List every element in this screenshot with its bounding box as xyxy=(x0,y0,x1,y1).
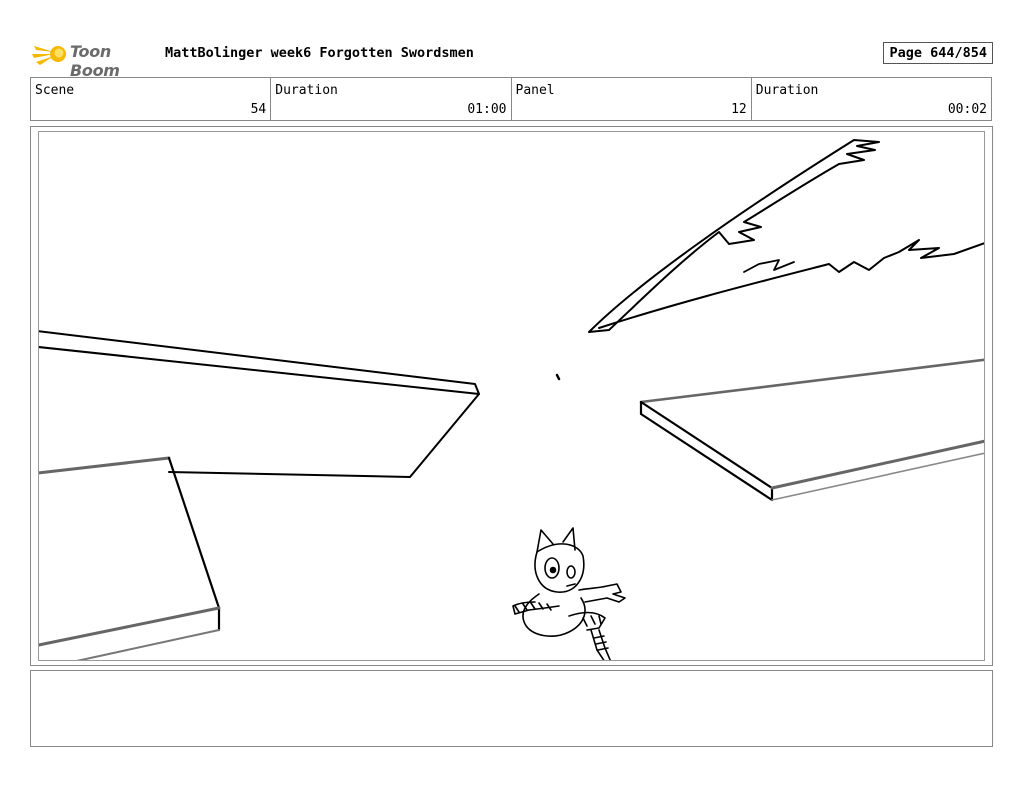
scene-duration-value: 01:00 xyxy=(467,102,507,117)
left-platform-sketch xyxy=(39,330,480,660)
panel-value: 12 xyxy=(731,102,747,117)
panel-sketch xyxy=(39,139,984,660)
right-platform-sketch xyxy=(639,358,984,502)
panel-duration-label: Duration xyxy=(755,83,819,98)
scene-info-row: Scene 54 Duration 01:00 Panel 12 Duratio… xyxy=(30,77,992,121)
storyboard-panel-drawing xyxy=(38,131,985,661)
scene-label: Scene xyxy=(35,83,75,98)
toon-boom-logo: Toon Boom xyxy=(32,38,157,80)
page-counter: Page 644/854 xyxy=(883,42,993,64)
panel-label: Panel xyxy=(515,83,555,98)
panel-duration-cell: Duration 00:02 xyxy=(752,78,991,120)
cat-character-sketch xyxy=(512,527,626,660)
scene-duration-label: Duration xyxy=(275,83,338,98)
panel-duration-value: 00:02 xyxy=(947,102,987,117)
panel-cell: Panel 12 xyxy=(512,78,752,120)
logo-text: Toon Boom xyxy=(70,42,120,80)
comet-icon xyxy=(32,46,66,65)
storyboard-panel-frame xyxy=(30,126,993,666)
scene-value: 54 xyxy=(250,102,267,117)
storyboard-header: Toon Boom MattBolinger week6 Forgotten S… xyxy=(30,36,993,80)
panel-notes-box xyxy=(30,670,993,747)
scene-duration-cell: Duration 01:00 xyxy=(271,78,512,120)
document-title: MattBolinger week6 Forgotten Swordsmen xyxy=(165,45,474,61)
sky-slash-sketch xyxy=(588,139,984,333)
scene-cell: Scene 54 xyxy=(31,78,272,120)
